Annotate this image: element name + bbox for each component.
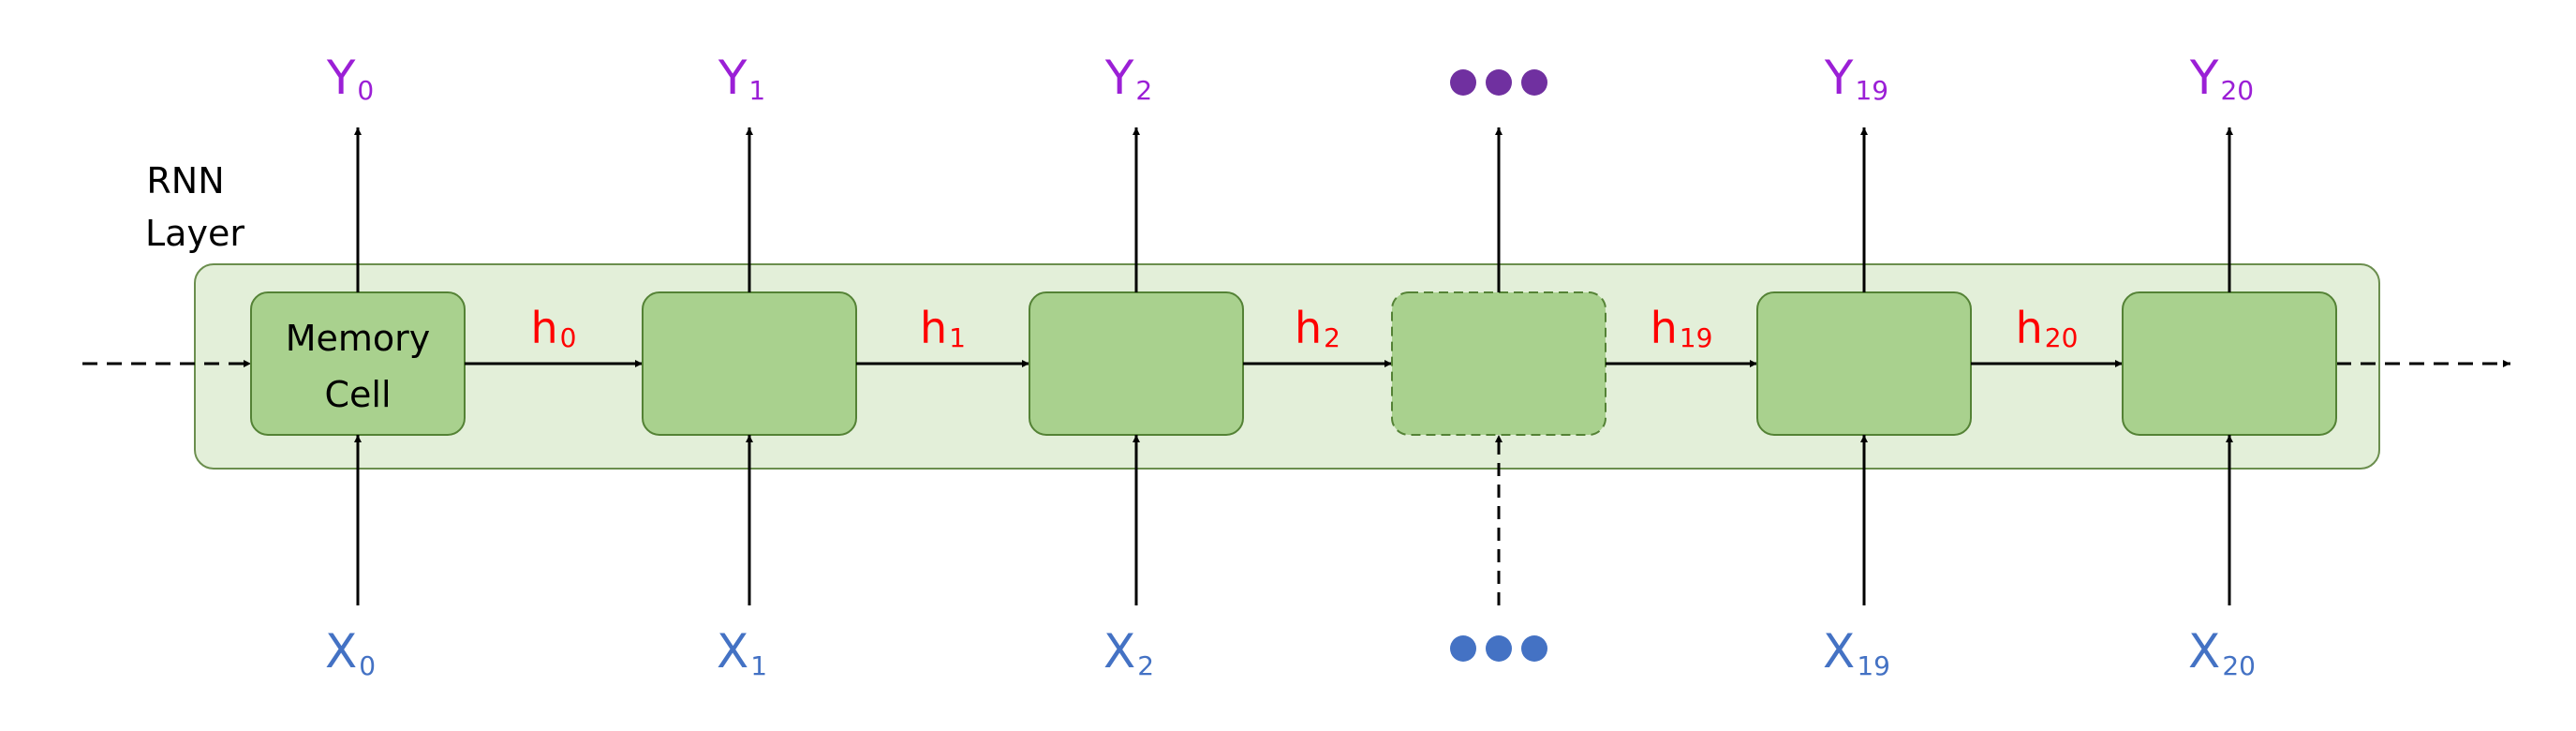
memory-cell-4 — [1756, 291, 1972, 436]
output-ellipsis-dot — [1521, 69, 1547, 96]
input-ellipsis-dot — [1521, 635, 1547, 662]
input-ellipsis-dot — [1486, 635, 1512, 662]
hidden-state-label-0: h0 — [531, 303, 577, 353]
hidden-state-label-3: h19 — [1651, 303, 1713, 353]
rnn-layer-label-line1: RNN — [146, 160, 224, 201]
output-label-0: Y0 — [326, 51, 374, 106]
output-label-4: Y19 — [1824, 51, 1888, 106]
memory-cell-5 — [2122, 291, 2337, 436]
output-label-5: Y20 — [2189, 51, 2254, 106]
memory-cell-label-line1: Memory — [286, 318, 431, 359]
hidden-state-label-2: h2 — [1295, 303, 1340, 353]
rnn-layer-label-line2: Layer — [145, 213, 244, 254]
input-label-2: X2 — [1103, 624, 1154, 681]
input-label-5: X20 — [2188, 624, 2256, 681]
input-label-0: X0 — [325, 624, 376, 681]
output-label-2: Y2 — [1104, 51, 1152, 106]
input-ellipsis-dot — [1450, 635, 1476, 662]
memory-cell-ellipsis — [1391, 291, 1606, 436]
hidden-state-label-4: h20 — [2016, 303, 2079, 353]
hidden-state-label-1: h1 — [920, 303, 966, 353]
input-label-1: X1 — [717, 624, 767, 681]
input-label-4: X19 — [1823, 624, 1890, 681]
output-ellipsis-dot — [1450, 69, 1476, 96]
memory-cell-2 — [1029, 291, 1244, 436]
rnn-layer-container — [194, 263, 2380, 470]
memory-cell-label-line2: Cell — [324, 374, 391, 415]
memory-cell-1 — [642, 291, 857, 436]
output-label-1: Y1 — [718, 51, 765, 106]
output-ellipsis-dot — [1486, 69, 1512, 96]
